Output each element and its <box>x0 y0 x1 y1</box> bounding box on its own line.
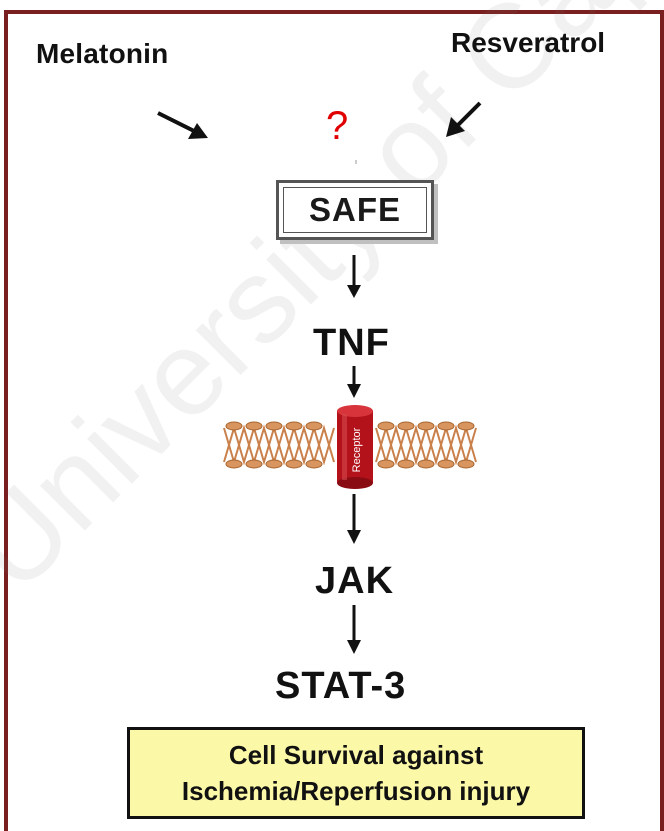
safe-inner-border: SAFE <box>283 187 427 233</box>
resveratrol-arrow <box>446 101 482 137</box>
safe-label: SAFE <box>308 191 401 228</box>
melatonin-arrow <box>157 111 208 139</box>
receptor-to-jak-arrow <box>347 494 361 544</box>
outcome-box: Cell Survival against Ischemia/Reperfusi… <box>127 727 585 819</box>
diagram-frame <box>4 10 664 831</box>
jak-to-stat3-arrow <box>347 605 361 654</box>
unknown-mechanism-mark: ? <box>326 104 349 148</box>
tnf-label: TNF <box>313 322 390 364</box>
lipid-heads <box>225 421 475 469</box>
safe-to-tnf-arrow <box>347 255 361 298</box>
jak-label: JAK <box>315 560 395 602</box>
outcome-line-1: Cell Survival against <box>228 740 484 770</box>
receptor-label: Receptor <box>351 427 363 472</box>
stat3-label: STAT-3 <box>275 665 407 707</box>
safe-node: SAFE <box>276 180 434 240</box>
melatonin-label: Melatonin <box>36 38 169 69</box>
tnf-to-receptor-arrow <box>347 366 361 398</box>
resveratrol-label: Resveratrol <box>451 27 606 58</box>
receptor-cylinder <box>337 405 373 489</box>
outcome-line-2: Ischemia/Reperfusion injury <box>181 776 531 806</box>
